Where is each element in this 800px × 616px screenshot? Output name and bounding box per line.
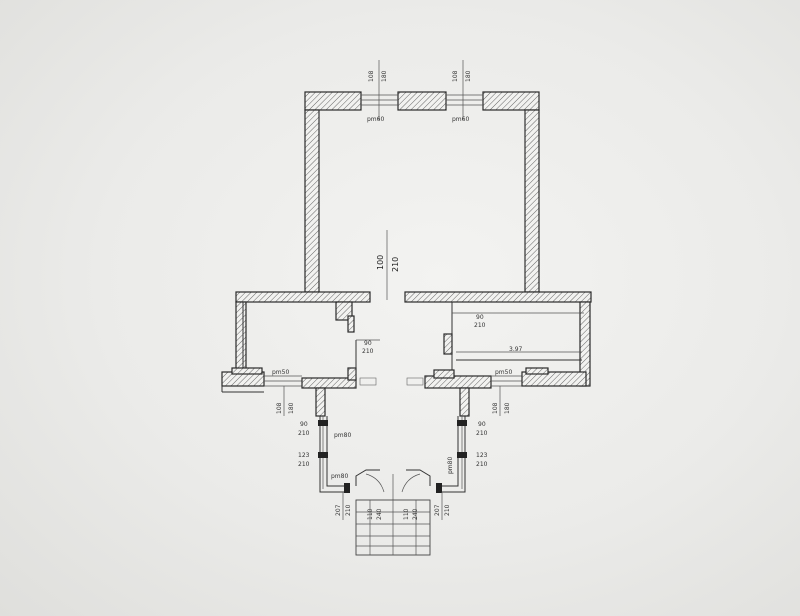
- main-left-wall: [304, 109, 320, 293]
- porch-right-tag: pm80: [447, 457, 454, 474]
- top-window-right-height: 180: [465, 70, 472, 82]
- main-right-wall: [524, 109, 540, 293]
- right-window-opening: 108: [492, 402, 499, 414]
- top-window-left: 108 180 pm60: [361, 60, 398, 123]
- right-room-door-width: 90: [476, 314, 484, 321]
- right-window-tag: pm50: [495, 369, 512, 376]
- right-room: 90 210 3.97 pm50 108 180: [424, 301, 591, 416]
- right-window-height: 180: [504, 402, 511, 414]
- central-door: 90 210: [356, 339, 424, 386]
- porch-right-lower-height: 210: [476, 461, 488, 468]
- main-room-walls: [304, 91, 540, 293]
- top-wall-right: [482, 91, 540, 111]
- left-room: pm50 108 180: [221, 301, 357, 416]
- middle-wall: [235, 291, 592, 333]
- porch-left-lower-height: 210: [298, 461, 310, 468]
- left-window-height: 180: [288, 402, 295, 414]
- porch-left-lower-width: 123: [298, 452, 310, 459]
- top-wall-left: [304, 91, 362, 111]
- middle-wall-right: [404, 291, 592, 303]
- porch-left-upper-height: 210: [298, 430, 310, 437]
- entry-door-right-height: 240: [412, 508, 419, 520]
- entry-door-left-height: 240: [376, 508, 383, 520]
- porch-right-upper-width: 90: [478, 421, 486, 428]
- top-window-left-tag: pm60: [367, 116, 384, 123]
- top-window-right-tag: pm60: [452, 116, 469, 123]
- top-wall-middle: [397, 91, 447, 111]
- left-room-outer-wall: [235, 301, 247, 373]
- main-opening-dimension: 100 210: [376, 230, 400, 300]
- entry-left-width: 207: [335, 504, 342, 516]
- middle-wall-left: [235, 291, 371, 303]
- porch-left-upper-width: 90: [300, 421, 308, 428]
- right-room-length: 3.97: [509, 346, 523, 353]
- porch-right-upper-height: 210: [476, 430, 488, 437]
- main-opening-width: 100: [376, 255, 385, 270]
- main-opening-height: 210: [391, 257, 400, 272]
- entry-right-width: 207: [434, 504, 441, 516]
- top-window-left-height: 180: [381, 70, 388, 82]
- entry-door-left-width: 110: [367, 508, 374, 520]
- right-room-door-height: 210: [474, 322, 486, 329]
- top-window-left-opening: 108: [368, 70, 375, 82]
- porch: 90 210 123 210 pm80 pm80 90 210 123 210 …: [298, 387, 488, 520]
- top-window-right-opening: 108: [452, 70, 459, 82]
- top-window-right: 108 180 pm60: [446, 60, 483, 123]
- central-door-width: 90: [364, 340, 372, 347]
- entry-right-height: 210: [444, 504, 451, 516]
- central-door-height: 210: [362, 348, 374, 355]
- left-window-opening: 108: [276, 402, 283, 414]
- entry-left-height: 210: [345, 504, 352, 516]
- left-window-tag: pm50: [272, 369, 289, 376]
- porch-right-lower-width: 123: [476, 452, 488, 459]
- svg-text:pm80: pm80: [334, 432, 351, 439]
- entry-door-right-width: 110: [403, 508, 410, 520]
- entry-steps: [355, 499, 431, 556]
- porch-left-tag: pm80: [331, 473, 348, 480]
